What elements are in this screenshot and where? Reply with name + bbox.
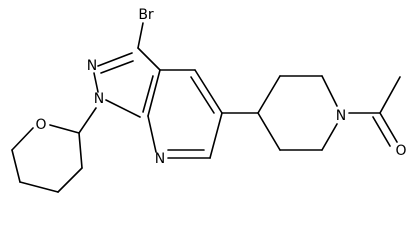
bond-n1-oxane (78, 107, 97, 134)
atom-labels: Br N N N O N O (35, 7, 406, 167)
bond-c3-n2-double (100, 60, 134, 74)
bond-n1-c7a (105, 99, 141, 118)
carbonyl-o-label: O (395, 143, 406, 159)
bond-ox-o-c6 (11, 127, 34, 151)
label-masks (33, 6, 408, 168)
bond-c3-n2 (97, 52, 133, 67)
bond-pip-c2a (257, 75, 281, 114)
bond-carbonyl-o-double (372, 116, 391, 147)
pyrazole-n2-label: N (87, 58, 97, 74)
bond-c3a-c7a-inner (142, 75, 154, 113)
bromine-label: Br (138, 7, 154, 23)
pyridine-n-label: N (155, 151, 165, 167)
bond-n2-n1 (93, 72, 99, 93)
bond-ox-c5-c4 (19, 181, 59, 193)
bond-c7a-npyr (147, 115, 157, 153)
oxane-o-label: O (35, 117, 46, 133)
bonds (11, 22, 401, 193)
bond-c5-c4 (194, 69, 223, 114)
bond-ox-c4-c3 (57, 167, 83, 193)
bond-carbonyl-methyl (379, 76, 401, 114)
bond-c3-c3a (137, 47, 161, 71)
bond-pip-n-c6 (321, 123, 338, 151)
pyrazole-n1-label: N (94, 91, 104, 107)
molecule-structure: Br N N N O N O (11, 6, 408, 193)
bond-pip-c5-c4 (257, 112, 281, 151)
bond-c3-br (137, 22, 144, 49)
bond-carbonyl-o (379, 112, 398, 143)
bond-pip-c2c (321, 75, 338, 107)
piperidine-n-label: N (336, 108, 346, 124)
bond-c3a-c7a (147, 69, 161, 117)
bond-ox-c6-c5 (11, 149, 21, 183)
bond-ox-c2-o (49, 124, 80, 134)
bond-c6-c5 (209, 112, 223, 159)
bond-ox-c3-c2 (78, 132, 83, 169)
bond-c5-c4-inner (190, 76, 215, 114)
